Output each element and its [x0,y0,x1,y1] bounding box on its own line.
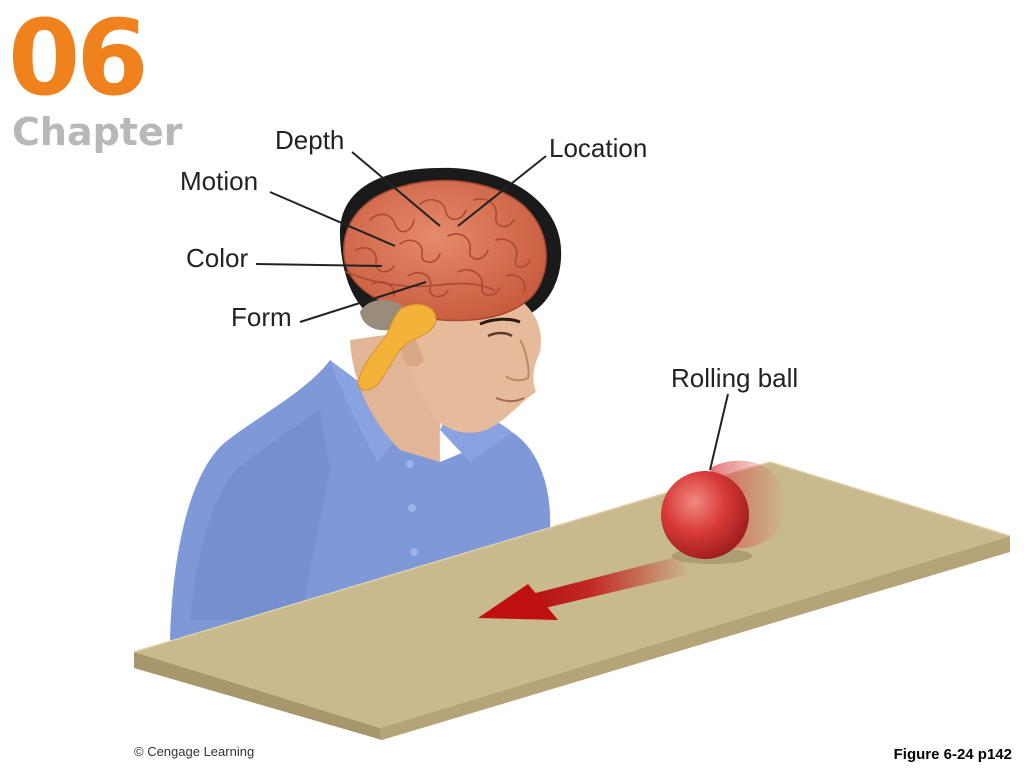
motion-leader [269,191,396,247]
motion-arrow-shaft [524,556,690,612]
label-motion: Motion [180,166,259,196]
copyright: © Cengage Learning [134,744,255,759]
label-form: Form [231,302,292,332]
location-leader [457,155,547,227]
form-leader [299,281,427,323]
depth-leader [351,151,441,227]
rolling-ball [661,471,749,559]
table-side-edge [380,536,1010,740]
label-rolling-ball: Rolling ball [671,363,799,393]
shirt-button [408,504,416,512]
face [400,298,542,433]
table-front-edge [134,652,382,740]
label-depth: Depth [275,125,345,155]
brain-gyri [345,198,531,298]
eyebrow [479,317,521,326]
label-color: Color [186,243,249,273]
rolling-ball-leader [709,393,729,471]
leader-lines [255,151,729,471]
shirt-button [406,460,414,468]
shirt-shading [190,410,330,620]
nose [505,339,530,382]
motion-arrow-head [478,584,558,620]
shirt-button [410,548,418,556]
color-leader [255,263,383,267]
eye [487,331,513,338]
visual-pathway [357,304,437,391]
label-location: Location [549,133,648,163]
figure-reference: Figure 6-24 p142 [893,746,1012,763]
table-top-highlight [133,461,1011,653]
mouth [495,397,525,402]
chapter-number: 06 [8,0,149,119]
chapter-word: Chapter [12,110,183,154]
